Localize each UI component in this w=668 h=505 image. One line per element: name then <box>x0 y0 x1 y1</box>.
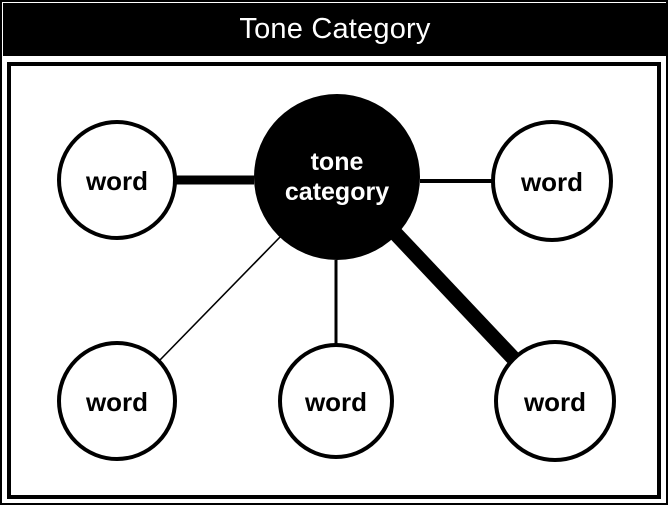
peripheral-node-group: word word word word word <box>57 120 616 462</box>
node-word-right[interactable]: word <box>491 120 613 242</box>
node-word-bottom-center[interactable]: word <box>278 343 394 459</box>
figure-title-bar: Tone Category <box>3 3 666 56</box>
node-circle <box>278 343 394 459</box>
node-label: word <box>85 387 148 417</box>
edge-group <box>158 175 521 366</box>
edge-tone-category-to-word-bottom-left <box>158 234 283 362</box>
page-title: Tone Category <box>239 13 431 45</box>
node-tone-category[interactable]: tone category <box>254 94 420 260</box>
node-circle <box>254 94 420 260</box>
node-label: word <box>520 167 583 197</box>
node-circle <box>494 340 616 462</box>
node-label: word <box>85 166 148 196</box>
node-label: word <box>523 387 586 417</box>
node-circle <box>57 341 177 461</box>
node-word-bottom-left[interactable]: word <box>57 341 177 461</box>
node-label-line-1: tone <box>311 148 364 176</box>
edge-tone-category-to-word-bottom-right <box>390 228 521 366</box>
node-word-left[interactable]: word <box>57 120 177 240</box>
node-label-line-2: category <box>285 178 389 206</box>
node-circle <box>57 120 177 240</box>
node-label: word <box>304 387 367 417</box>
node-circle <box>491 120 613 242</box>
node-word-bottom-right[interactable]: word <box>494 340 616 462</box>
